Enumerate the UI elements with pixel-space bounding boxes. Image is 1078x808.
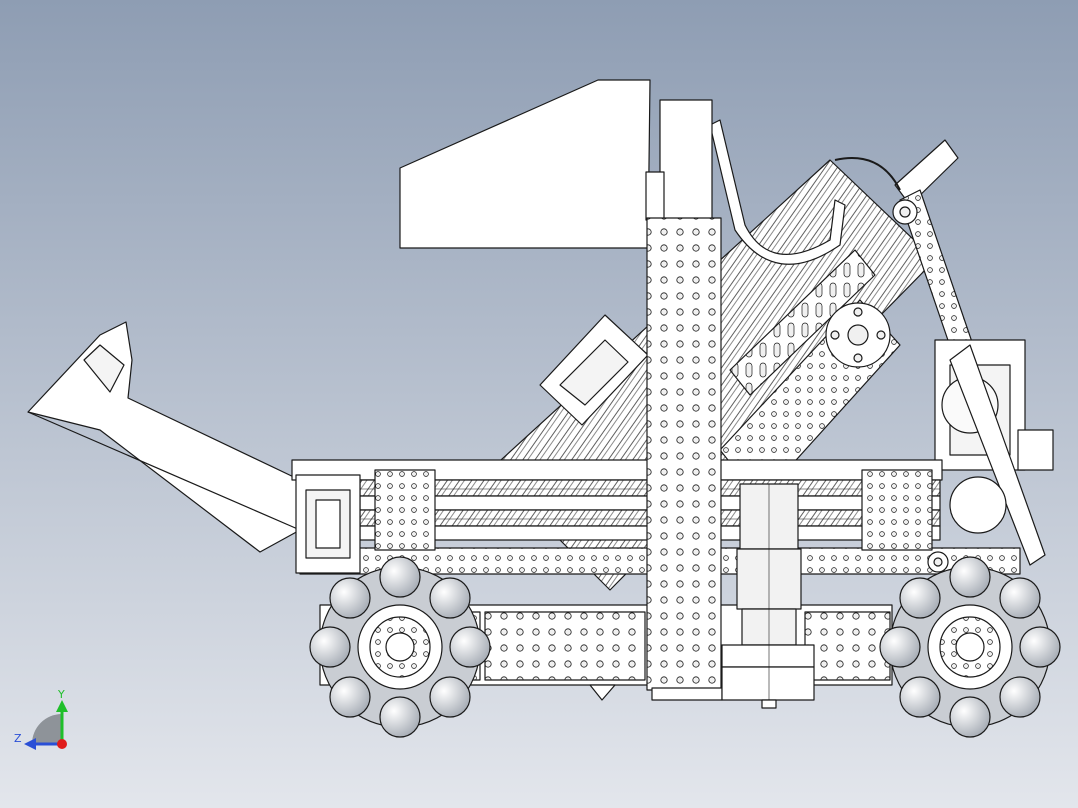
top-scoop[interactable] bbox=[399, 79, 651, 249]
arm-joint[interactable] bbox=[899, 206, 911, 218]
drive-motor[interactable] bbox=[721, 483, 815, 709]
intake-chute[interactable] bbox=[27, 321, 301, 553]
y-axis-label: Y bbox=[57, 688, 65, 701]
center-tower[interactable] bbox=[645, 99, 723, 701]
rear-mecanum-wheel[interactable] bbox=[879, 556, 1061, 738]
z-axis-label: Z bbox=[14, 732, 22, 745]
axis-triad: Y Z bbox=[14, 688, 68, 750]
front-mecanum-wheel[interactable] bbox=[309, 556, 491, 738]
rear-motor-block[interactable] bbox=[934, 339, 1054, 566]
robot-assembly[interactable] bbox=[27, 79, 1054, 709]
rail-brackets[interactable] bbox=[374, 469, 933, 551]
arm-pulley[interactable] bbox=[825, 302, 891, 368]
front-end-block[interactable] bbox=[295, 474, 361, 574]
idler-roller[interactable] bbox=[933, 557, 943, 567]
